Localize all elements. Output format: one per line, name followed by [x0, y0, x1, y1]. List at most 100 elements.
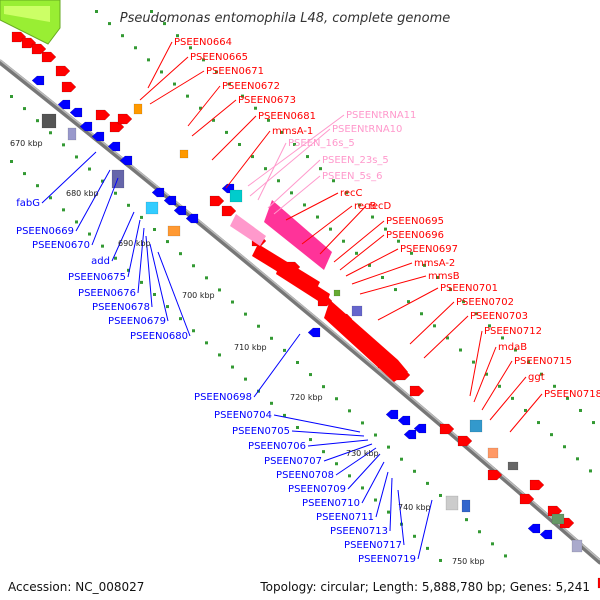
- gene-label-right: PSEENtRNA11: [346, 110, 416, 121]
- tick-dot: [36, 119, 39, 123]
- tick-dot: [459, 348, 462, 352]
- tick-dot: [10, 160, 13, 163]
- tick-dot: [322, 450, 325, 454]
- gene-label-right: mmsA-1: [272, 126, 313, 137]
- kbp-label: 670 kbp: [10, 139, 43, 148]
- tick-dot: [121, 34, 124, 38]
- tick-dot: [335, 462, 338, 466]
- tick-dot: [303, 203, 306, 207]
- gene-label-right: recB: [354, 201, 377, 212]
- green-feature-highlight: [4, 6, 50, 22]
- tick-dot: [75, 155, 78, 159]
- forward-gene-arrow: [409, 385, 425, 397]
- gene-box-light: [445, 495, 459, 511]
- leader-line: [423, 315, 469, 359]
- leader-line: [361, 461, 385, 504]
- gene-label-left: PSEEN0708: [276, 470, 334, 481]
- tick-dot: [374, 498, 377, 502]
- forward-gene-arrow: [41, 51, 57, 63]
- tick-dot: [413, 469, 416, 473]
- gene-box-orange2: [133, 103, 143, 115]
- tick-dot: [439, 558, 442, 562]
- tick-dot: [228, 82, 231, 86]
- gene-label-left: PSEEN0705: [232, 426, 290, 437]
- gene-label-right: PSEEN0718: [544, 389, 600, 400]
- gene-label-right: PSEEN0695: [386, 216, 444, 227]
- tick-dot: [589, 469, 592, 473]
- tick-dot: [127, 203, 130, 207]
- tick-dot: [153, 292, 156, 296]
- gene-label-left: PSEEN0706: [248, 441, 306, 452]
- leader-line: [249, 128, 331, 197]
- forward-gene-arrow: [109, 121, 125, 133]
- tick-dot: [592, 421, 595, 425]
- tick-dot: [127, 268, 130, 272]
- tick-dot: [423, 263, 426, 267]
- leader-line: [91, 177, 119, 246]
- gene-label-right: PSEEN0671: [206, 66, 264, 77]
- leader-line: [291, 430, 365, 437]
- leader-line: [319, 205, 367, 255]
- topology-text: Topology: circular; Length: 5,888,780 bp…: [260, 580, 590, 594]
- leader-line: [149, 243, 169, 322]
- tick-dot: [205, 276, 208, 280]
- tick-dot: [381, 275, 384, 279]
- leader-line: [335, 447, 377, 476]
- tick-dot: [267, 118, 270, 122]
- forward-gene-arrow: [519, 493, 535, 505]
- tick-dot: [309, 438, 312, 442]
- reverse-gene-arrow: [185, 213, 199, 224]
- gene-label-right: recC: [340, 188, 363, 199]
- tick-dot: [163, 22, 166, 26]
- gene-box-olive: [551, 513, 565, 525]
- trna-feature: [230, 214, 266, 246]
- tick-dot: [134, 46, 137, 50]
- forward-gene-arrow: [95, 109, 111, 121]
- gene-box-darkblue: [461, 499, 471, 513]
- gene-box-blue: [469, 419, 483, 433]
- tick-dot: [88, 167, 91, 171]
- gene-label-right: PSEEN_16s_5: [288, 138, 355, 149]
- tick-dot: [140, 280, 143, 284]
- leader-line: [481, 360, 513, 411]
- leader-line: [489, 376, 527, 421]
- gene-label-right: mmsA-2: [414, 258, 455, 269]
- leader-line: [157, 251, 191, 337]
- forward-gene-long-3: [276, 262, 330, 306]
- gene-box-orange: [167, 225, 181, 237]
- gene-label-left: PSEEN0713: [330, 526, 388, 537]
- tick-dot: [348, 474, 351, 478]
- tick-dot: [10, 95, 13, 98]
- leader-line: [389, 477, 393, 532]
- tick-dot: [361, 421, 364, 425]
- tick-dot: [147, 58, 150, 62]
- tick-dot: [371, 215, 374, 219]
- kbp-label: 750 kbp: [452, 557, 485, 566]
- tick-dot: [540, 372, 543, 376]
- tick-dot: [254, 106, 257, 110]
- tick-dot: [212, 118, 215, 122]
- leader-line: [469, 330, 483, 397]
- forward-gene-arrow: [487, 469, 503, 481]
- leader-line: [307, 439, 369, 447]
- tick-dot: [368, 263, 371, 267]
- tick-dot: [231, 300, 234, 304]
- tick-dot: [205, 341, 208, 345]
- gene-label-right: PSEEN_5s_6: [322, 171, 382, 182]
- tick-dot: [23, 107, 26, 111]
- reverse-gene-arrow: [539, 529, 553, 540]
- tick-dot: [384, 227, 387, 231]
- tick-dot: [108, 22, 111, 26]
- gene-box-gray: [41, 113, 57, 129]
- tick-dot: [527, 360, 530, 364]
- tick-dot: [563, 445, 566, 449]
- reverse-gene-arrow: [527, 523, 541, 534]
- forward-gene-arrow: [221, 205, 237, 217]
- tick-dot: [176, 34, 179, 38]
- gene-label-left: PSEEN0704: [214, 410, 272, 421]
- tick-dot: [439, 493, 442, 497]
- tick-dot: [218, 353, 221, 357]
- kbp-label: 680 kbp: [66, 189, 99, 198]
- reverse-gene-arrow: [403, 429, 417, 440]
